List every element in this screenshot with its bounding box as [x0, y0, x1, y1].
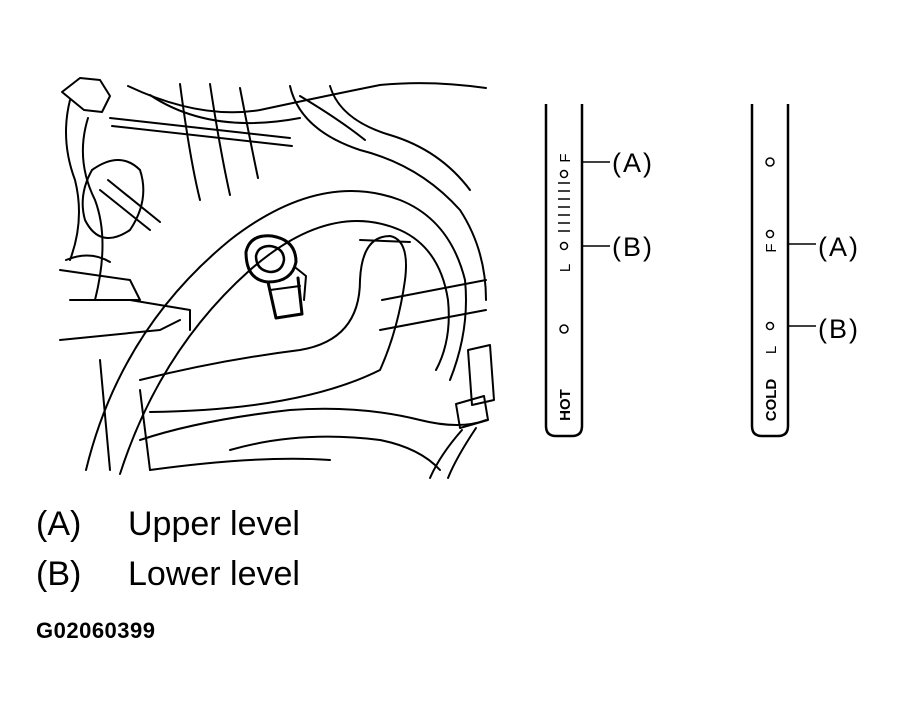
dipstick-hot-full-dot	[559, 169, 569, 179]
dipstick-cold-full-mark: F	[763, 243, 780, 252]
engine-compartment-illustration	[59, 77, 495, 479]
dipstick-hot-callout-b: (B)	[612, 232, 654, 262]
legend-key: (B)	[36, 555, 82, 593]
dipstick-hot-ref-dot	[559, 324, 569, 334]
dipstick-hot: F L HOT (A) (B)	[544, 104, 654, 438]
legend-key: (A)	[36, 505, 82, 543]
dipstick-cold-low-dot	[765, 321, 775, 331]
dipstick-cold-callout-b: (B)	[818, 314, 860, 344]
dipstick-hot-low-dot	[559, 241, 569, 251]
dipstick-cold-callout-a: (A)	[818, 232, 860, 262]
legend-item-upper: (A) Upper level	[36, 504, 300, 544]
dipstick-cold-full-dot	[765, 229, 775, 239]
dipstick-hot-scale-label: HOT	[557, 389, 574, 421]
dipstick-hot-hatch	[558, 182, 570, 232]
dipstick-cold-low-mark: L	[763, 346, 780, 354]
dipstick-cold-blade	[750, 104, 790, 438]
dipstick-hot-blade	[544, 104, 584, 438]
legend-item-lower: (B) Lower level	[36, 554, 300, 594]
dipstick-cold-scale-label: COLD	[763, 379, 780, 422]
legend-text: Lower level	[128, 555, 300, 593]
dipstick-cold: F L COLD (A) (B)	[750, 104, 860, 438]
figure-code: G02060399	[36, 618, 156, 643]
dipstick-cold-ref-dot	[765, 157, 775, 167]
legend-text: Upper level	[128, 505, 300, 543]
dipstick-hot-low-mark: L	[557, 264, 574, 272]
dipstick-hot-callout-a: (A)	[612, 148, 654, 178]
dipstick-hot-full-mark: F	[557, 153, 574, 162]
